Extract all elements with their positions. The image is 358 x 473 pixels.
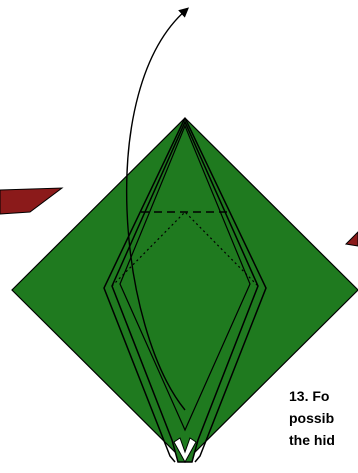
- right-red-flap: [346, 232, 358, 246]
- instruction-line-3: the hid: [289, 429, 358, 451]
- left-red-flap: [0, 188, 62, 214]
- instruction-text: 13. Fo possib the hid: [289, 385, 358, 451]
- instruction-line-2: possib: [289, 407, 358, 429]
- instruction-line-1: 13. Fo: [289, 385, 358, 407]
